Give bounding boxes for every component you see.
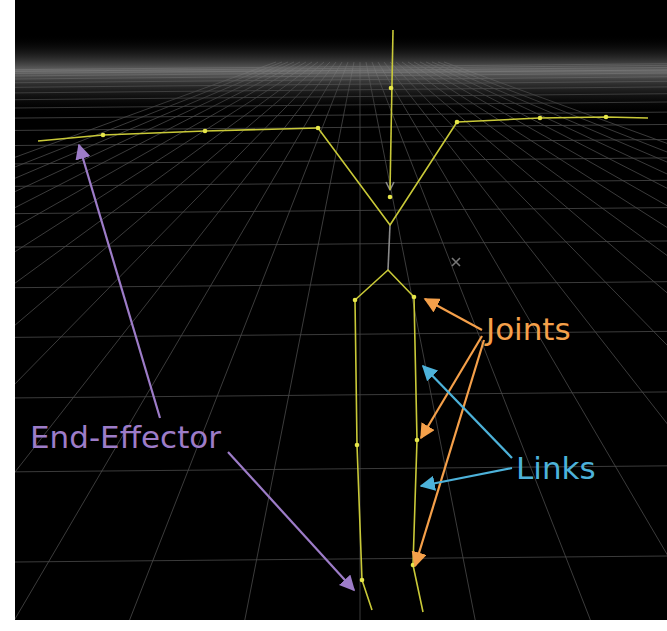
grid-line [438, 62, 667, 620]
left-arm-link [38, 128, 318, 141]
grid-line [390, 62, 667, 620]
right-arm-link [457, 117, 648, 122]
grid-line [15, 392, 667, 398]
horizon-haze [15, 35, 667, 115]
grid-line [15, 62, 330, 620]
grid-line [15, 62, 300, 620]
grid-line [15, 282, 667, 288]
grid-line [426, 62, 667, 620]
grid-line [15, 556, 667, 562]
joint-leader [421, 336, 482, 438]
grid-line [15, 208, 667, 214]
links-label: Links [516, 451, 596, 485]
floor-grid [15, 62, 667, 620]
grid-line [432, 62, 667, 620]
grid-line [444, 62, 667, 620]
origin-mark [452, 258, 460, 266]
grid-line [20, 62, 348, 620]
link-leader [421, 468, 512, 486]
grid-line [15, 62, 324, 620]
joints-label: Joints [486, 312, 571, 346]
end-effector-leader [79, 145, 160, 418]
grid-line [372, 62, 667, 620]
grid-line [15, 62, 318, 620]
background [15, 0, 667, 620]
grid-line [15, 180, 667, 186]
grid-line [378, 62, 667, 620]
grid-line [384, 62, 667, 620]
grid-line [15, 140, 667, 146]
grid-line [420, 62, 667, 620]
end-effector-leader [228, 452, 354, 590]
joint-leader [415, 340, 484, 566]
end-effector-label: End-Effector [30, 420, 221, 454]
hip-link [355, 270, 414, 300]
link-leader [423, 366, 512, 458]
grid-line [190, 62, 354, 620]
grid-line [15, 62, 312, 620]
joint-dots [101, 86, 609, 583]
grid-line [15, 62, 276, 620]
left-leg-link [355, 300, 372, 610]
grid-line [15, 62, 342, 620]
grid-line [396, 62, 667, 620]
head-link [390, 30, 393, 190]
grid-line [15, 62, 282, 620]
shoulder-link [318, 122, 457, 225]
grid-line [15, 62, 306, 620]
spine-link [388, 225, 390, 270]
grid-line [15, 62, 288, 620]
joint-leader [425, 299, 482, 330]
